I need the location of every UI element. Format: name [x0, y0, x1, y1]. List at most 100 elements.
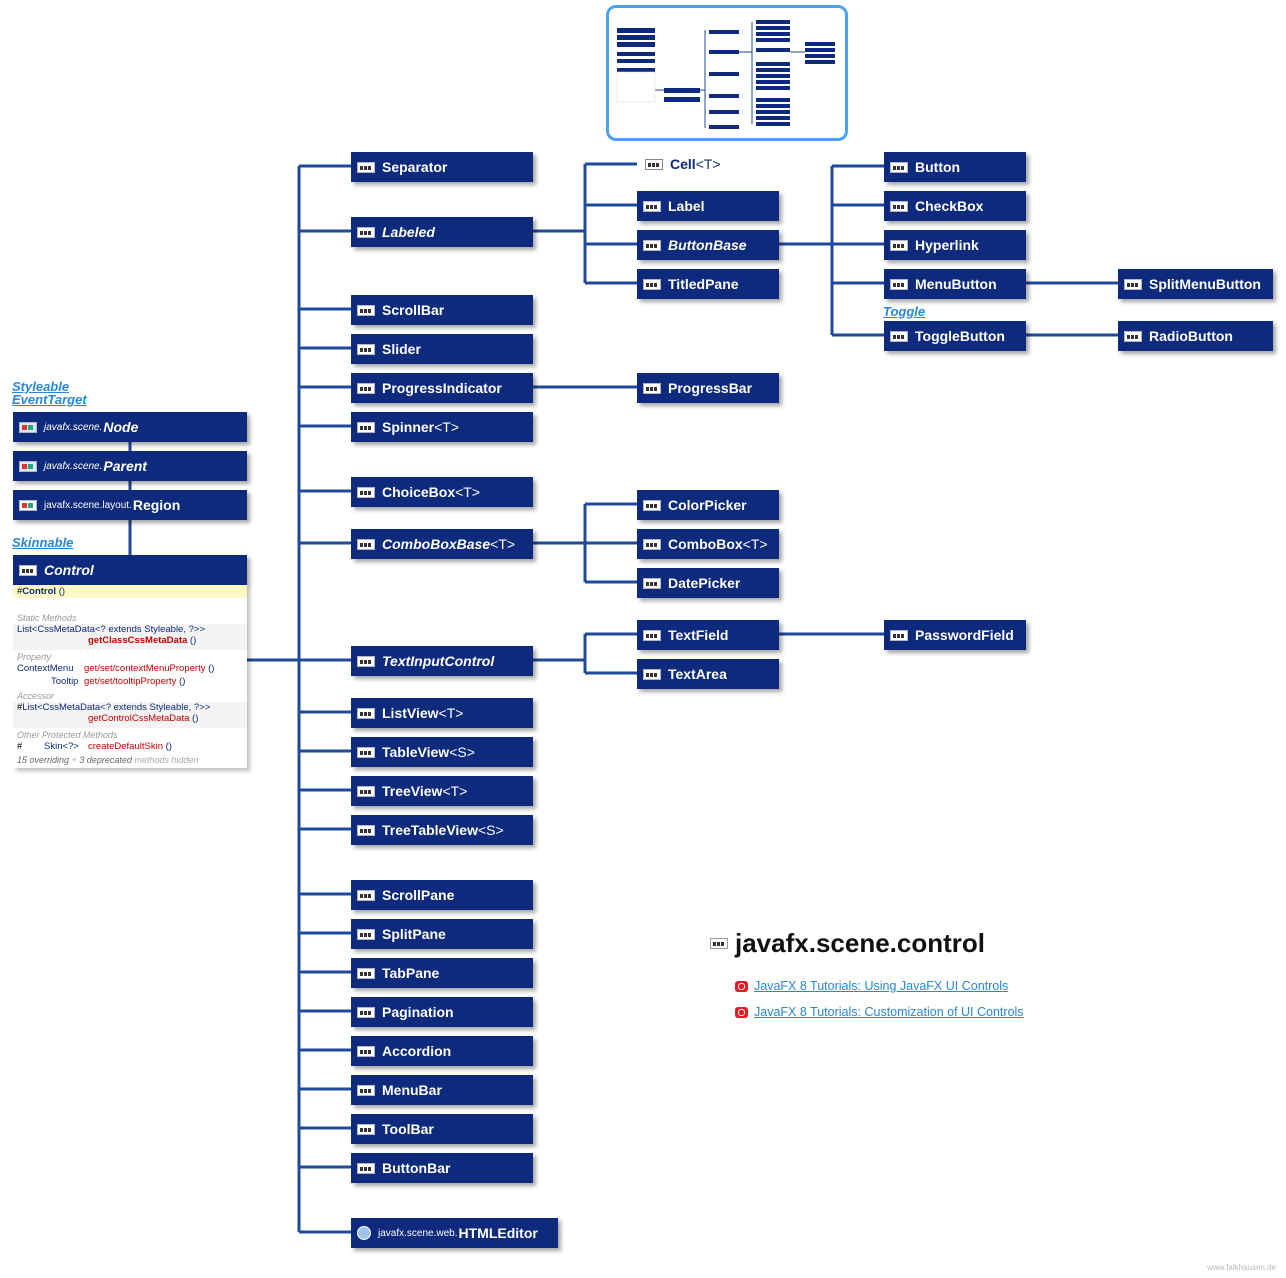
args: (): [205, 663, 215, 674]
globe-icon: [357, 1226, 371, 1240]
class-name: ProgressIndicator: [382, 380, 502, 396]
class-name: ToolBar: [382, 1121, 434, 1137]
control-icon: [643, 200, 661, 212]
class-cell[interactable]: Cell<T>: [645, 156, 721, 172]
section-static: Static Methods: [17, 613, 77, 623]
control-icon: [643, 577, 661, 589]
control-icon: [357, 1006, 375, 1018]
class-spinner[interactable]: Spinner<T>: [351, 412, 533, 442]
tutorial-link-customization[interactable]: JavaFX 8 Tutorials: Customization of UI …: [735, 1005, 1024, 1019]
class-buttonbase[interactable]: ButtonBase: [637, 230, 779, 260]
class-choicebox[interactable]: ChoiceBox<T>: [351, 477, 533, 507]
class-name: TitledPane: [668, 276, 739, 292]
class-button[interactable]: Button: [884, 152, 1026, 182]
generic-param: <T>: [434, 419, 460, 435]
class-scrollbar[interactable]: ScrollBar: [351, 295, 533, 325]
class-name: ComboBoxBase: [382, 536, 491, 552]
class-name: Control: [44, 562, 94, 578]
class-hyperlink[interactable]: Hyperlink: [884, 230, 1026, 260]
class-comboboxbase[interactable]: ComboBoxBase<T>: [351, 529, 533, 559]
interface-eventtarget[interactable]: EventTarget: [12, 392, 87, 407]
class-scrollpane[interactable]: ScrollPane: [351, 880, 533, 910]
class-htmleditor[interactable]: javafx.scene.web.HTMLEditor: [351, 1218, 558, 1248]
class-passwordfield[interactable]: PasswordField: [884, 620, 1026, 650]
modifier: #: [17, 741, 23, 752]
control-icon: [357, 707, 375, 719]
class-progressindicator[interactable]: ProgressIndicator: [351, 373, 533, 403]
diagram-overview-minimap[interactable]: [606, 5, 848, 141]
method-name: get/set/contextMenuProperty: [84, 663, 206, 674]
class-titledpane[interactable]: TitledPane: [637, 269, 779, 299]
generic-param: <T>: [490, 536, 516, 552]
interface-toggle[interactable]: Toggle: [883, 304, 926, 319]
package-prefix: javafx.scene.: [44, 460, 103, 472]
section-property: Property: [17, 652, 52, 662]
class-name: ScrollBar: [382, 302, 445, 318]
control-icon: [890, 278, 908, 290]
class-menubutton[interactable]: MenuButton: [884, 269, 1026, 299]
class-buttonbar[interactable]: ButtonBar: [351, 1153, 533, 1183]
class-tabpane[interactable]: TabPane: [351, 958, 533, 988]
overriding-count: 15 overriding: [17, 755, 70, 765]
deprecated-count: 3 deprecated: [79, 755, 132, 765]
class-textinputcontrol[interactable]: TextInputControl: [351, 646, 533, 676]
accessor-row[interactable]: #List<CssMetaData<? extends Styleable, ?…: [13, 702, 247, 728]
class-name: TextInputControl: [382, 653, 495, 669]
class-label[interactable]: Label: [637, 191, 779, 221]
control-icon: [890, 239, 908, 251]
class-pagination[interactable]: Pagination: [351, 997, 533, 1027]
class-slider[interactable]: Slider: [351, 334, 533, 364]
class-separator[interactable]: Separator: [351, 152, 533, 182]
class-radiobutton[interactable]: RadioButton: [1118, 321, 1273, 351]
class-name: ChoiceBox: [382, 484, 456, 500]
class-tableview[interactable]: TableView<S>: [351, 737, 533, 767]
class-colorpicker[interactable]: ColorPicker: [637, 490, 779, 520]
class-combobox[interactable]: ComboBox<T>: [637, 529, 779, 559]
class-name: PasswordField: [915, 627, 1014, 643]
return-type: Skin<?>: [44, 741, 79, 752]
section-accessor: Accessor: [17, 691, 55, 701]
class-toolbar[interactable]: ToolBar: [351, 1114, 533, 1144]
class-accordion[interactable]: Accordion: [351, 1036, 533, 1066]
control-icon: [357, 343, 375, 355]
control-icon: [357, 1123, 375, 1135]
constructor-row[interactable]: #Control (): [13, 585, 247, 598]
class-name: Spinner: [382, 419, 435, 435]
static-method-row[interactable]: List<CssMetaData<? extends Styleable, ?>…: [13, 624, 247, 650]
class-splitmenubutton[interactable]: SplitMenuButton: [1118, 269, 1273, 299]
class-parent[interactable]: javafx.scene. Parent: [13, 451, 247, 481]
package-title: javafx.scene.control: [710, 928, 985, 959]
generic-param: <T>: [455, 484, 481, 500]
class-labeled[interactable]: Labeled: [351, 217, 533, 247]
control-icon: [357, 824, 375, 836]
class-progressbar[interactable]: ProgressBar: [637, 373, 779, 403]
class-textarea[interactable]: TextArea: [637, 659, 779, 689]
control-icon: [357, 1084, 375, 1096]
class-treetableview[interactable]: TreeTableView<S>: [351, 815, 533, 845]
class-togglebutton[interactable]: ToggleButton: [884, 321, 1026, 351]
interface-skinnable[interactable]: Skinnable: [12, 535, 74, 550]
class-menubar[interactable]: MenuBar: [351, 1075, 533, 1105]
control-icon: [357, 746, 375, 758]
class-listview[interactable]: ListView<T>: [351, 698, 533, 728]
class-name: TreeTableView: [382, 822, 478, 838]
tutorial-link-ui-controls[interactable]: JavaFX 8 Tutorials: Using JavaFX UI Cont…: [735, 979, 1008, 993]
class-name: CheckBox: [915, 198, 984, 214]
class-control[interactable]: Control: [13, 555, 247, 585]
class-name: Labeled: [382, 224, 435, 240]
class-node[interactable]: javafx.scene. Node: [13, 412, 247, 442]
interface-styleable[interactable]: Styleable: [12, 379, 70, 394]
class-textfield[interactable]: TextField: [637, 620, 779, 650]
class-region[interactable]: javafx.scene.layout. Region: [13, 490, 247, 520]
class-treeview[interactable]: TreeView<T>: [351, 776, 533, 806]
class-splitpane[interactable]: SplitPane: [351, 919, 533, 949]
other-method-row[interactable]: #Skin<?>createDefaultSkin (): [13, 741, 251, 752]
class-name: TabPane: [382, 965, 440, 981]
control-icon: [357, 889, 375, 901]
class-datepicker[interactable]: DatePicker: [637, 568, 779, 598]
class-name: SplitPane: [382, 926, 446, 942]
class-checkbox[interactable]: CheckBox: [884, 191, 1026, 221]
